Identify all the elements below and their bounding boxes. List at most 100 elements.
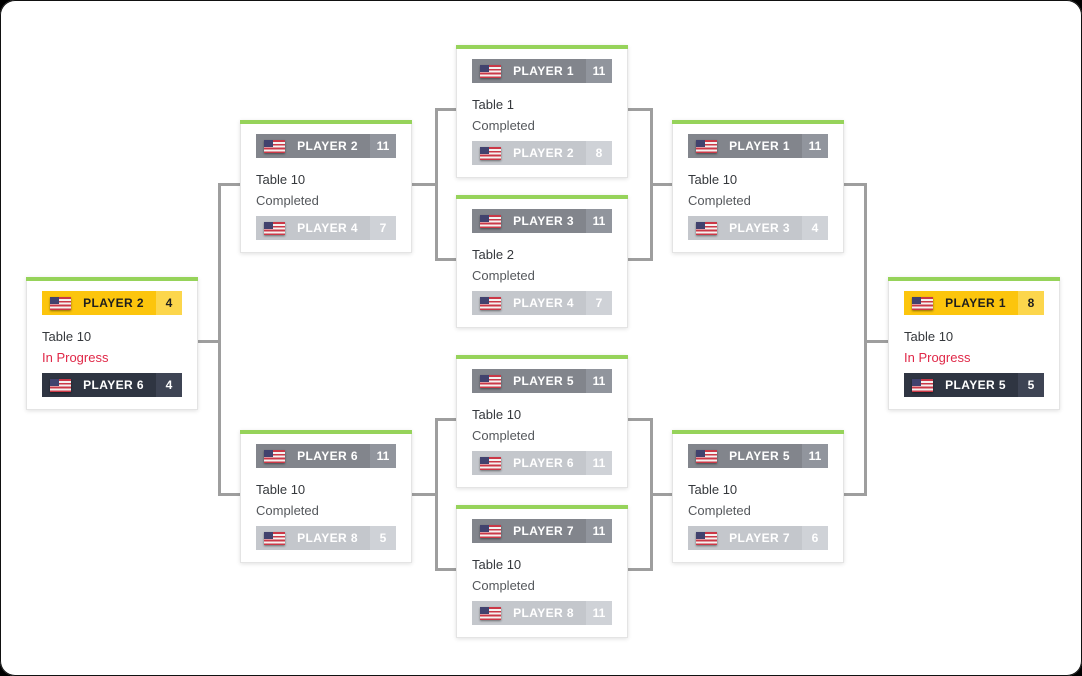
player-score: 11: [586, 451, 612, 475]
connector-line: [218, 493, 240, 496]
card-accent-bar: [240, 430, 412, 434]
table-label: Table 10: [472, 407, 522, 422]
match-card[interactable]: PLAYER 5 11 Table 10 Completed PLAYER 6 …: [456, 355, 628, 488]
player-row-top[interactable]: PLAYER 5 11: [688, 444, 828, 468]
player-name: PLAYER 4: [297, 221, 358, 235]
connector-line: [435, 108, 438, 261]
connector-line: [864, 340, 888, 343]
card-accent-bar: [26, 277, 198, 281]
player-row-bottom[interactable]: PLAYER 5 5: [904, 373, 1044, 397]
player-name: PLAYER 4: [513, 296, 574, 310]
player-name: PLAYER 6: [297, 449, 358, 463]
player-score: 6: [802, 526, 828, 550]
status-label: Completed: [688, 193, 751, 208]
status-label: Completed: [472, 428, 535, 443]
player-row-top[interactable]: PLAYER 6 11: [256, 444, 396, 468]
connector-line: [412, 183, 435, 186]
status-label: Completed: [472, 118, 535, 133]
match-card[interactable]: PLAYER 5 11 Table 10 Completed PLAYER 7 …: [672, 430, 844, 563]
player-name: PLAYER 2: [297, 139, 358, 153]
connector-line: [864, 183, 867, 496]
player-row-bottom[interactable]: PLAYER 4 7: [256, 216, 396, 240]
card-accent-bar: [456, 195, 628, 199]
match-card[interactable]: PLAYER 1 11 Table 1 Completed PLAYER 2 8: [456, 45, 628, 178]
connector-line: [650, 493, 672, 496]
player-name: PLAYER 6: [513, 456, 574, 470]
us-flag-icon: [480, 214, 501, 228]
us-flag-icon: [480, 606, 501, 620]
player-name: PLAYER 3: [513, 214, 574, 228]
player-row-top[interactable]: PLAYER 1 11: [688, 134, 828, 158]
us-flag-icon: [480, 64, 501, 78]
connector-line: [650, 183, 672, 186]
player-score: 11: [586, 369, 612, 393]
us-flag-icon: [696, 531, 717, 545]
player-score: 11: [802, 444, 828, 468]
player-row-top[interactable]: PLAYER 1 8: [904, 291, 1044, 315]
card-accent-bar: [888, 277, 1060, 281]
player-score: 11: [586, 519, 612, 543]
table-label: Table 10: [472, 557, 522, 572]
table-label: Table 10: [256, 172, 306, 187]
connector-line: [435, 418, 456, 421]
table-label: Table 10: [904, 329, 954, 344]
connector-line: [844, 493, 864, 496]
player-row-bottom[interactable]: PLAYER 2 8: [472, 141, 612, 165]
player-score: 5: [1018, 373, 1044, 397]
match-card[interactable]: PLAYER 2 11 Table 10 Completed PLAYER 4 …: [240, 120, 412, 253]
player-row-bottom[interactable]: PLAYER 3 4: [688, 216, 828, 240]
connector-line: [218, 183, 221, 496]
connector-line: [628, 568, 650, 571]
us-flag-icon: [696, 139, 717, 153]
player-score: 11: [802, 134, 828, 158]
match-card[interactable]: PLAYER 3 11 Table 2 Completed PLAYER 4 7: [456, 195, 628, 328]
us-flag-icon: [264, 531, 285, 545]
player-score: 4: [802, 216, 828, 240]
card-accent-bar: [456, 355, 628, 359]
connector-line: [435, 108, 456, 111]
player-row-top[interactable]: PLAYER 3 11: [472, 209, 612, 233]
player-row-bottom[interactable]: PLAYER 4 7: [472, 291, 612, 315]
table-label: Table 10: [42, 329, 92, 344]
match-card[interactable]: PLAYER 7 11 Table 10 Completed PLAYER 8 …: [456, 505, 628, 638]
match-card[interactable]: PLAYER 1 8 Table 10 In Progress PLAYER 5…: [888, 277, 1060, 410]
player-name: PLAYER 2: [513, 146, 574, 160]
table-label: Table 2: [472, 247, 514, 262]
player-row-bottom[interactable]: PLAYER 6 11: [472, 451, 612, 475]
player-row-top[interactable]: PLAYER 2 11: [256, 134, 396, 158]
table-label: Table 10: [688, 172, 738, 187]
table-label: Table 10: [256, 482, 306, 497]
us-flag-icon: [480, 146, 501, 160]
player-name: PLAYER 7: [513, 524, 574, 538]
player-row-bottom[interactable]: PLAYER 8 11: [472, 601, 612, 625]
us-flag-icon: [480, 456, 501, 470]
player-name: PLAYER 3: [729, 221, 790, 235]
match-card[interactable]: PLAYER 6 11 Table 10 Completed PLAYER 8 …: [240, 430, 412, 563]
player-score: 4: [156, 373, 182, 397]
connector-line: [435, 418, 438, 571]
match-card[interactable]: PLAYER 1 11 Table 10 Completed PLAYER 3 …: [672, 120, 844, 253]
player-name: PLAYER 8: [513, 606, 574, 620]
player-row-bottom[interactable]: PLAYER 6 4: [42, 373, 182, 397]
player-name: PLAYER 1: [513, 64, 574, 78]
connector-line: [628, 108, 650, 111]
player-row-top[interactable]: PLAYER 7 11: [472, 519, 612, 543]
status-label: Completed: [472, 268, 535, 283]
us-flag-icon: [264, 449, 285, 463]
player-row-bottom[interactable]: PLAYER 7 6: [688, 526, 828, 550]
status-label: Completed: [688, 503, 751, 518]
player-score: 11: [370, 134, 396, 158]
us-flag-icon: [480, 296, 501, 310]
player-score: 4: [156, 291, 182, 315]
table-label: Table 1: [472, 97, 514, 112]
player-row-bottom[interactable]: PLAYER 8 5: [256, 526, 396, 550]
card-accent-bar: [456, 505, 628, 509]
connector-line: [628, 418, 650, 421]
player-row-top[interactable]: PLAYER 1 11: [472, 59, 612, 83]
player-row-top[interactable]: PLAYER 2 4: [42, 291, 182, 315]
player-row-top[interactable]: PLAYER 5 11: [472, 369, 612, 393]
player-name: PLAYER 6: [83, 378, 144, 392]
match-card[interactable]: PLAYER 2 4 Table 10 In Progress PLAYER 6…: [26, 277, 198, 410]
status-label: Completed: [256, 193, 319, 208]
